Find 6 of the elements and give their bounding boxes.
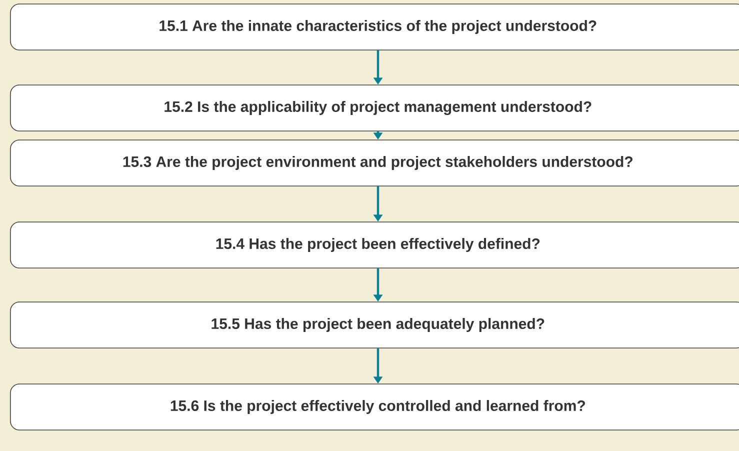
question-box: 15.4 Has the project been effectively defined? [10, 222, 739, 268]
question-box: 15.6 Is the project effectively controlled and learned from? [10, 384, 739, 430]
question-box: 15.5 Has the project been adequately planned? [10, 302, 739, 348]
question-box: 15.2 Is the applicability of project management understood? [10, 84, 739, 132]
question-box: 15.1 Are the innate characteristics of the project understood? [10, 4, 739, 50]
question-box: 15.3 Are the project environment and project stakeholders understood? [10, 140, 739, 186]
